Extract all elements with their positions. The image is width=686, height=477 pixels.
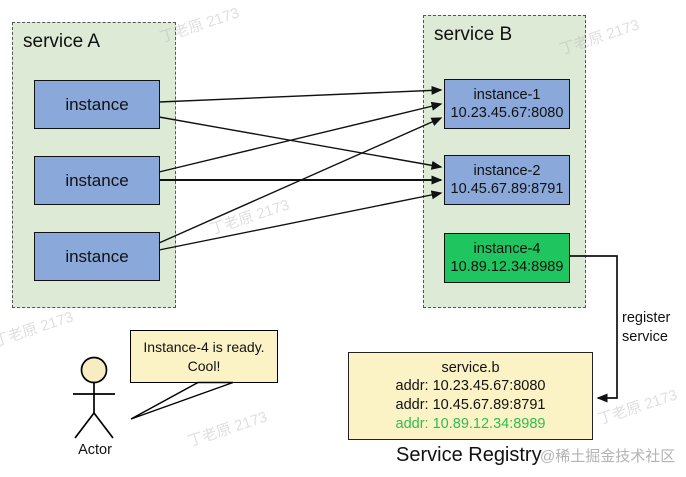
- community-credit: @稀土掘金技术社区: [540, 448, 676, 465]
- instance-label: instance: [65, 246, 129, 266]
- service-b-instance-1: instance-1 10.23.45.67:8080: [444, 79, 570, 129]
- instance-addr: 10.45.67.89:8791: [450, 181, 564, 197]
- actor-head: [80, 356, 108, 384]
- instance-label: instance: [65, 170, 129, 190]
- arrow-a1-b2: [158, 116, 443, 170]
- instance-name: instance-4: [473, 240, 541, 257]
- arrow-a3-b2: [158, 190, 443, 251]
- registry-service-name: service.b: [441, 359, 500, 376]
- register-service-label: register service: [622, 309, 670, 347]
- speech-line1: Instance-4 is ready.: [143, 339, 265, 356]
- arrow-a3-b1: [158, 117, 443, 244]
- register-label-line1: register: [622, 310, 671, 326]
- arrow-a1-b1: [158, 85, 443, 103]
- register-label-line2: service: [622, 328, 668, 345]
- service-b-title: service B: [434, 24, 513, 45]
- service-a-container: service A instance instance instance: [12, 22, 176, 308]
- service-registry-box: service.b addr: 10.23.45.67:8080 addr: 1…: [348, 352, 593, 440]
- speech-bubble: Instance-4 is ready. Cool!: [130, 330, 278, 383]
- actor-leg-right: [93, 412, 114, 439]
- registry-addr-line-new: addr: 10.89.12.34:8989: [395, 415, 546, 432]
- instance-addr: 10.23.45.67:8080: [450, 105, 564, 121]
- service-b-instance-2: instance-2 10.45.67.89:8791: [444, 155, 570, 205]
- service-a-instance-1: instance: [34, 80, 160, 129]
- registry-addr-line: addr: 10.45.67.89:8791: [395, 397, 546, 413]
- service-a-title: service A: [23, 31, 101, 52]
- instance-addr: 10.89.12.34:8989: [450, 259, 564, 275]
- service-a-instance-2: instance: [34, 156, 160, 205]
- registry-addr-line: addr: 10.23.45.67:8080: [395, 378, 546, 395]
- instance-name: instance-2: [473, 162, 541, 179]
- actor-figure: [73, 356, 115, 439]
- actor-leg-left: [74, 412, 95, 439]
- service-a-instance-3: instance: [34, 232, 160, 281]
- actor-label: Actor: [78, 442, 112, 458]
- speech-bubble-tail: [130, 381, 234, 420]
- instance-label: instance: [65, 94, 129, 114]
- speech-line2: Cool!: [187, 357, 221, 374]
- call-arrows: [158, 85, 443, 251]
- register-service-arrow: [570, 255, 618, 403]
- service-b-instance-4: instance-4 10.89.12.34:8989: [444, 233, 570, 283]
- service-b-container: service B instance-1 10.23.45.67:8080 in…: [423, 15, 586, 308]
- instance-name: instance-1: [473, 86, 541, 103]
- service-registry-caption: Service Registry: [396, 444, 542, 466]
- arrow-a2-b1: [158, 101, 443, 173]
